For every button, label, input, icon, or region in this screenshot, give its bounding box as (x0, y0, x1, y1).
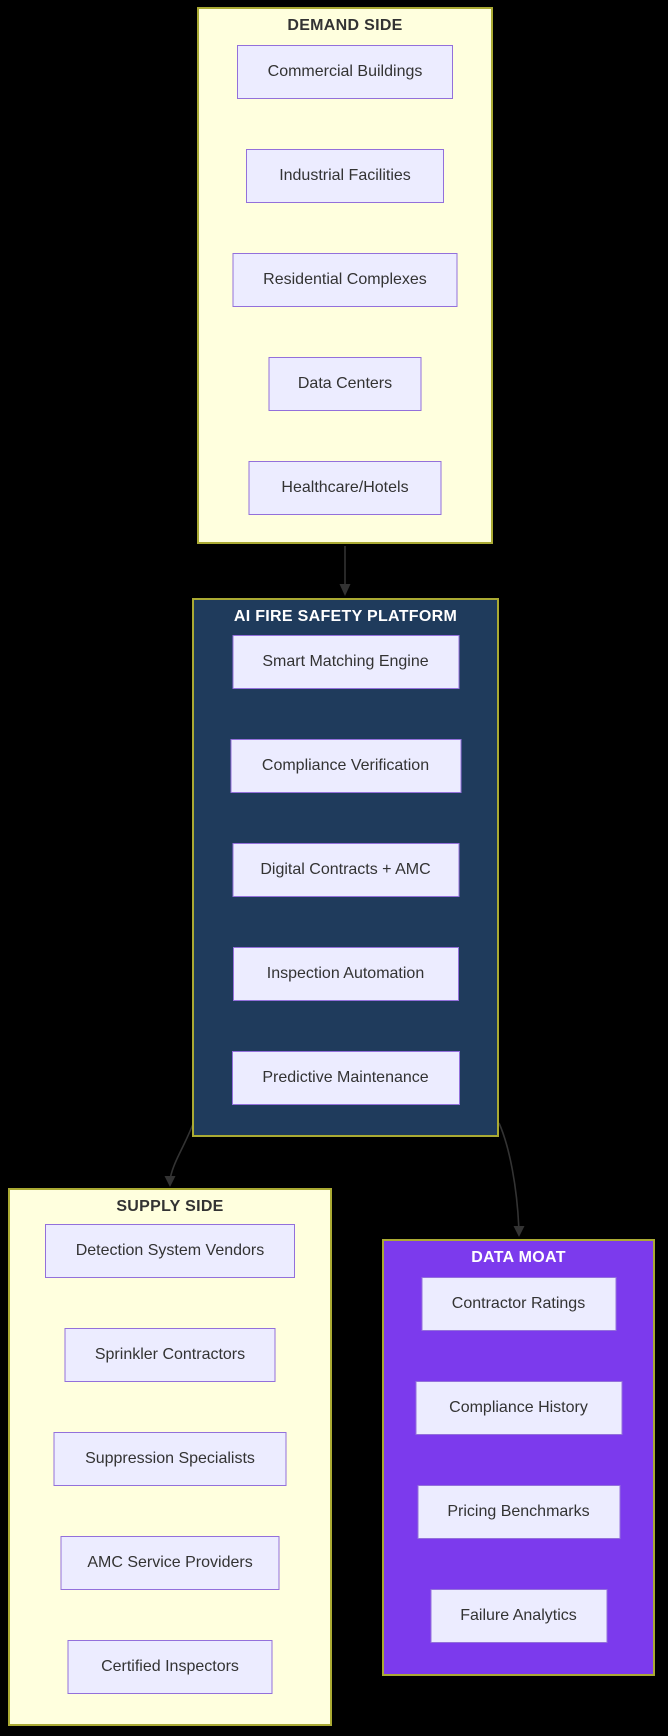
node-amc-service-providers: AMC Service Providers (60, 1536, 280, 1590)
node-pricing-benchmarks: Pricing Benchmarks (417, 1485, 620, 1539)
node-detection-system-vendors: Detection System Vendors (45, 1224, 295, 1278)
node-suppression-specialists: Suppression Specialists (53, 1432, 287, 1486)
arrowhead-icon (164, 1176, 176, 1187)
cluster-title-ai-fire-safety-platform: AI FIRE SAFETY PLATFORM (233, 608, 458, 625)
node-sprinkler-contractors: Sprinkler Contractors (64, 1328, 276, 1382)
arrowhead-icon (513, 1226, 525, 1237)
node-digital-contracts-amc: Digital Contracts + AMC (232, 843, 459, 897)
node-healthcare-hotels: Healthcare/Hotels (248, 461, 442, 515)
node-compliance-history: Compliance History (415, 1381, 622, 1435)
cluster-data-moat: DATA MOAT Contractor Ratings Compliance … (382, 1239, 655, 1676)
node-certified-inspectors: Certified Inspectors (67, 1640, 273, 1694)
node-smart-matching-engine: Smart Matching Engine (232, 635, 459, 689)
edge-demand-to-platform (339, 546, 351, 596)
cluster-title-demand-side: DEMAND SIDE (287, 17, 403, 34)
edge-platform-to-supply (164, 1123, 194, 1187)
cluster-title-supply-side: SUPPLY SIDE (116, 1198, 224, 1215)
cluster-demand-side: DEMAND SIDE Commercial Buildings Industr… (197, 7, 493, 544)
node-residential-complexes: Residential Complexes (232, 253, 458, 307)
node-inspection-automation: Inspection Automation (232, 947, 459, 1001)
node-data-centers: Data Centers (268, 357, 422, 411)
cluster-title-data-moat: DATA MOAT (471, 1249, 566, 1266)
node-compliance-verification: Compliance Verification (230, 739, 461, 793)
node-predictive-maintenance: Predictive Maintenance (231, 1051, 460, 1105)
node-failure-analytics: Failure Analytics (430, 1589, 607, 1643)
node-industrial-facilities: Industrial Facilities (246, 149, 444, 203)
cluster-ai-fire-safety-platform: AI FIRE SAFETY PLATFORM Smart Matching E… (192, 598, 499, 1137)
node-commercial-buildings: Commercial Buildings (237, 45, 453, 99)
edge-platform-to-data-moat (498, 1122, 525, 1237)
cluster-supply-side: SUPPLY SIDE Detection System Vendors Spr… (8, 1188, 332, 1726)
arrowhead-icon (339, 584, 351, 596)
node-contractor-ratings: Contractor Ratings (421, 1277, 616, 1331)
